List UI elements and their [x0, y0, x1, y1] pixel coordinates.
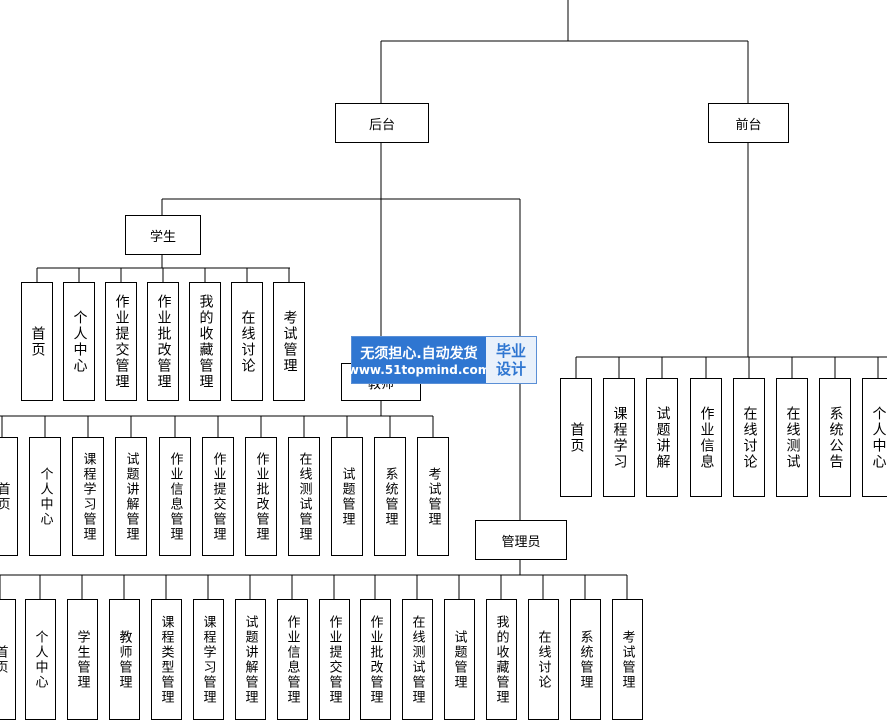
student-item-label: 考试管理: [281, 309, 298, 374]
admin-item-label: 首页: [0, 644, 8, 675]
watermark-text: 无须担心.自动发货 www.51topmind.com: [348, 337, 490, 383]
teacher-item-label: 个人中心: [37, 466, 53, 527]
front-item: 系统公告: [819, 378, 851, 497]
admin-item: 作业提交管理: [318, 599, 350, 720]
teacher-item: 试题讲解管理: [115, 437, 147, 556]
teacher-item-label: 系统管理: [382, 466, 398, 527]
admin-item-label: 课程类型管理: [158, 614, 174, 705]
teacher-item-label: 作业批改管理: [253, 451, 269, 542]
student-item: 作业提交管理: [105, 282, 137, 401]
admin-item-label: 在线测试管理: [409, 614, 425, 705]
node-frontend: 前台: [708, 103, 789, 143]
teacher-item: 试题管理: [331, 437, 363, 556]
teacher-item: 在线测试管理: [288, 437, 320, 556]
admin-item-label: 作业提交管理: [326, 614, 342, 705]
admin-item: 作业信息管理: [276, 599, 308, 720]
node-student: 学生: [125, 215, 201, 255]
student-item: 我的收藏管理: [189, 282, 221, 401]
teacher-item: 作业批改管理: [245, 437, 277, 556]
front-item-label: 课程学习: [611, 405, 628, 470]
admin-item: 课程学习管理: [192, 599, 224, 720]
watermark-side: 毕业设计: [486, 337, 536, 383]
admin-item-label: 考试管理: [619, 629, 635, 690]
teacher-item-label: 作业信息管理: [167, 451, 183, 542]
admin-item: 首页: [0, 599, 16, 720]
admin-item: 作业批改管理: [359, 599, 391, 720]
front-item-label: 试题讲解: [654, 405, 671, 470]
student-item-label: 首页: [29, 325, 46, 358]
front-item-label: 在线讨论: [741, 405, 758, 470]
teacher-item-label: 试题管理: [339, 466, 355, 527]
front-item: 在线讨论: [733, 378, 765, 497]
admin-item: 在线测试管理: [401, 599, 433, 720]
node-backend: 后台: [335, 103, 429, 143]
student-item-label: 作业批改管理: [155, 293, 172, 390]
teacher-item-label: 课程学习管理: [80, 451, 96, 542]
teacher-item: 首页: [0, 437, 18, 556]
front-item-label: 在线测试: [784, 405, 801, 470]
admin-item: 个人中心: [24, 599, 56, 720]
teacher-item: 个人中心: [29, 437, 61, 556]
front-item: 个人中心: [862, 378, 887, 497]
teacher-item: 作业提交管理: [202, 437, 234, 556]
front-item: 课程学习: [603, 378, 635, 497]
admin-item: 考试管理: [611, 599, 643, 720]
front-item: 在线测试: [776, 378, 808, 497]
teacher-item: 课程学习管理: [72, 437, 104, 556]
admin-item: 试题管理: [443, 599, 475, 720]
admin-item-label: 教师管理: [116, 629, 132, 690]
watermark-line1: 无须担心.自动发货: [360, 346, 478, 362]
watermark-url: www.51topmind.com: [347, 363, 491, 377]
teacher-item-label: 试题讲解管理: [123, 451, 139, 542]
admin-item-label: 学生管理: [74, 629, 90, 690]
student-item-label: 作业提交管理: [113, 293, 130, 390]
teacher-item: 考试管理: [417, 437, 449, 556]
admin-item-label: 课程学习管理: [200, 614, 216, 705]
front-item: 首页: [560, 378, 592, 497]
teacher-item-label: 首页: [0, 481, 10, 512]
teacher-item-label: 在线测试管理: [296, 451, 312, 542]
student-item: 在线讨论: [231, 282, 263, 401]
student-item-label: 我的收藏管理: [197, 293, 214, 390]
teacher-item-label: 作业提交管理: [210, 451, 226, 542]
student-item: 考试管理: [273, 282, 305, 401]
admin-item-label: 在线讨论: [535, 629, 551, 690]
admin-item: 我的收藏管理: [485, 599, 517, 720]
teacher-item: 系统管理: [374, 437, 406, 556]
student-item: 个人中心: [63, 282, 95, 401]
watermark-side-text: 毕业设计: [495, 342, 526, 378]
front-item-label: 首页: [568, 421, 585, 454]
admin-item-label: 作业信息管理: [284, 614, 300, 705]
teacher-item: 作业信息管理: [159, 437, 191, 556]
admin-item-label: 我的收藏管理: [493, 614, 509, 705]
admin-item-label: 系统管理: [577, 629, 593, 690]
admin-item-label: 试题讲解管理: [242, 614, 258, 705]
admin-item-label: 作业批改管理: [367, 614, 383, 705]
admin-item: 在线讨论: [527, 599, 559, 720]
admin-item-label: 个人中心: [32, 629, 48, 690]
admin-item: 课程类型管理: [150, 599, 182, 720]
admin-item-label: 试题管理: [451, 629, 467, 690]
teacher-item-label: 考试管理: [425, 466, 441, 527]
front-item-label: 作业信息: [698, 405, 715, 470]
node-admin: 管理员: [475, 520, 567, 560]
student-item-label: 在线讨论: [239, 309, 256, 374]
front-item: 作业信息: [690, 378, 722, 497]
admin-item: 试题讲解管理: [234, 599, 266, 720]
admin-item: 系统管理: [569, 599, 601, 720]
student-item: 首页: [21, 282, 53, 401]
watermark-banner: 无须担心.自动发货 www.51topmind.com 毕业设计: [348, 336, 537, 384]
front-item: 试题讲解: [646, 378, 678, 497]
student-item-label: 个人中心: [71, 309, 88, 374]
admin-item: 学生管理: [66, 599, 98, 720]
student-item: 作业批改管理: [147, 282, 179, 401]
front-item-label: 系统公告: [827, 405, 844, 470]
admin-item: 教师管理: [108, 599, 140, 720]
front-item-label: 个人中心: [870, 405, 887, 470]
